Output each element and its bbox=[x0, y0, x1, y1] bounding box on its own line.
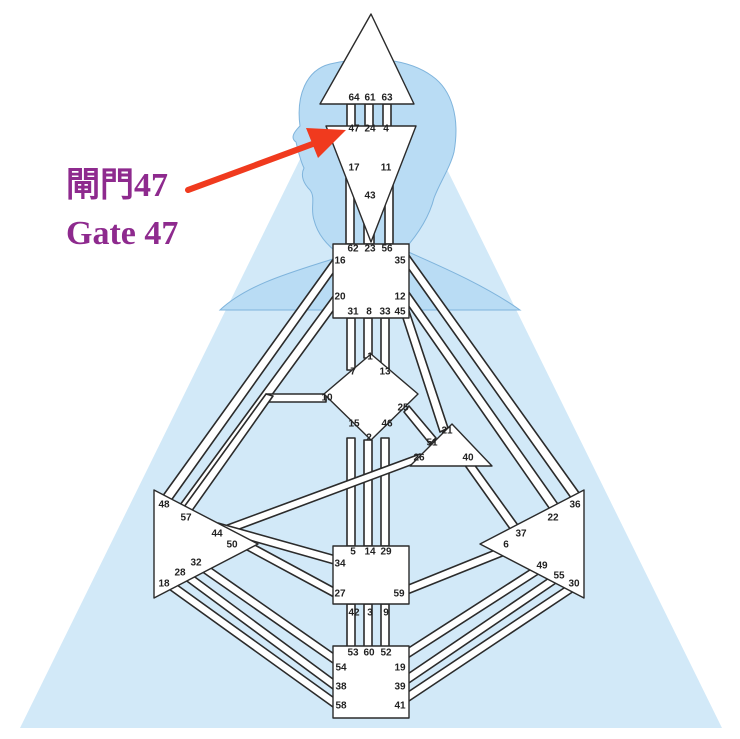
gate-7: 7 bbox=[350, 367, 356, 378]
gate-2: 2 bbox=[366, 433, 372, 444]
gate-63: 63 bbox=[381, 93, 393, 104]
gate-27: 27 bbox=[334, 589, 346, 600]
gate-38: 38 bbox=[335, 682, 347, 693]
gate-52: 52 bbox=[380, 648, 392, 659]
gate-26: 26 bbox=[413, 453, 425, 464]
gate-48: 48 bbox=[158, 500, 170, 511]
gate-55: 55 bbox=[553, 571, 565, 582]
gate-caption: 閘門47 Gate 47 bbox=[66, 167, 178, 252]
gate-39: 39 bbox=[394, 682, 406, 693]
caption-chinese: 閘門 bbox=[66, 167, 134, 204]
channel-10-57 bbox=[265, 393, 327, 403]
gate-labels: 64 61 63 47 24 4 17 11 43 62 23 56 16 35… bbox=[158, 93, 581, 712]
channel-25-51 bbox=[403, 405, 437, 445]
gate-22: 22 bbox=[547, 513, 559, 524]
gate-23: 23 bbox=[364, 244, 376, 255]
gate-61: 61 bbox=[364, 93, 376, 104]
gate-54: 54 bbox=[335, 663, 347, 674]
gate-47: 47 bbox=[348, 124, 360, 135]
caption-line2: Gate 47 bbox=[66, 215, 178, 252]
gate-29: 29 bbox=[380, 547, 392, 558]
gate-21: 21 bbox=[441, 426, 453, 437]
gate-9: 9 bbox=[383, 608, 389, 619]
root-center bbox=[332, 645, 410, 719]
gate-24: 24 bbox=[364, 124, 376, 135]
gate-64: 64 bbox=[348, 93, 360, 104]
gate-59: 59 bbox=[393, 589, 405, 600]
gate-37: 37 bbox=[515, 529, 527, 540]
gate-15: 15 bbox=[348, 419, 360, 430]
gate-50: 50 bbox=[226, 540, 238, 551]
gate-12: 12 bbox=[394, 292, 406, 303]
gate-11: 11 bbox=[381, 163, 392, 174]
gate-62: 62 bbox=[347, 244, 359, 255]
gate-13: 13 bbox=[379, 367, 391, 378]
gate-8: 8 bbox=[366, 307, 372, 318]
gate-56: 56 bbox=[381, 244, 393, 255]
throat-center bbox=[332, 243, 410, 319]
sacral-center bbox=[332, 545, 410, 605]
gate-4: 4 bbox=[383, 124, 389, 135]
gate-25: 25 bbox=[397, 403, 409, 414]
gate-16: 16 bbox=[334, 256, 346, 267]
gate-31: 31 bbox=[347, 307, 359, 318]
caption-line1: 閘門47 bbox=[66, 167, 168, 204]
gate-45: 45 bbox=[394, 307, 406, 318]
gate-32: 32 bbox=[190, 558, 202, 569]
ego-center bbox=[409, 423, 493, 467]
gate-40: 40 bbox=[462, 453, 474, 464]
channel-7-31 bbox=[346, 317, 356, 371]
gate-19: 19 bbox=[394, 663, 406, 674]
gate-1: 1 bbox=[367, 352, 373, 363]
gate-53: 53 bbox=[347, 648, 359, 659]
gate-57: 57 bbox=[180, 513, 192, 524]
caption-number: 47 bbox=[134, 167, 168, 204]
gate-36: 36 bbox=[569, 500, 581, 511]
gate-51: 51 bbox=[426, 438, 438, 449]
gate-10: 10 bbox=[321, 393, 333, 404]
pointer-arrow bbox=[185, 128, 346, 193]
gate-6: 6 bbox=[503, 540, 509, 551]
spleen-center bbox=[153, 489, 259, 599]
solar-plexus-center bbox=[479, 489, 585, 599]
gate-34: 34 bbox=[334, 559, 346, 570]
gate-43: 43 bbox=[364, 191, 376, 202]
channel-2-14 bbox=[363, 439, 373, 547]
gate-33: 33 bbox=[379, 307, 391, 318]
gate-49: 49 bbox=[536, 561, 548, 572]
gate-35: 35 bbox=[394, 256, 406, 267]
channel-46-29 bbox=[380, 437, 390, 547]
gate-60: 60 bbox=[363, 648, 375, 659]
gate-28: 28 bbox=[174, 568, 186, 579]
gate-46: 46 bbox=[381, 419, 393, 430]
gate-5: 5 bbox=[350, 547, 356, 558]
gate-18: 18 bbox=[158, 579, 170, 590]
head-center bbox=[319, 13, 415, 105]
gate-14: 14 bbox=[364, 547, 376, 558]
centers bbox=[153, 13, 585, 719]
g-center bbox=[323, 353, 419, 441]
gate-17: 17 bbox=[348, 163, 360, 174]
channels bbox=[161, 103, 583, 708]
gate-41: 41 bbox=[394, 701, 406, 712]
gate-30: 30 bbox=[568, 579, 580, 590]
gate-42: 42 bbox=[348, 608, 360, 619]
ajna-center bbox=[325, 125, 417, 243]
gate-58: 58 bbox=[335, 701, 347, 712]
gate-20: 20 bbox=[334, 292, 346, 303]
gate-3: 3 bbox=[367, 608, 373, 619]
gate-44: 44 bbox=[211, 529, 223, 540]
channel-15-5 bbox=[346, 437, 356, 547]
channel-13-33 bbox=[380, 317, 390, 371]
